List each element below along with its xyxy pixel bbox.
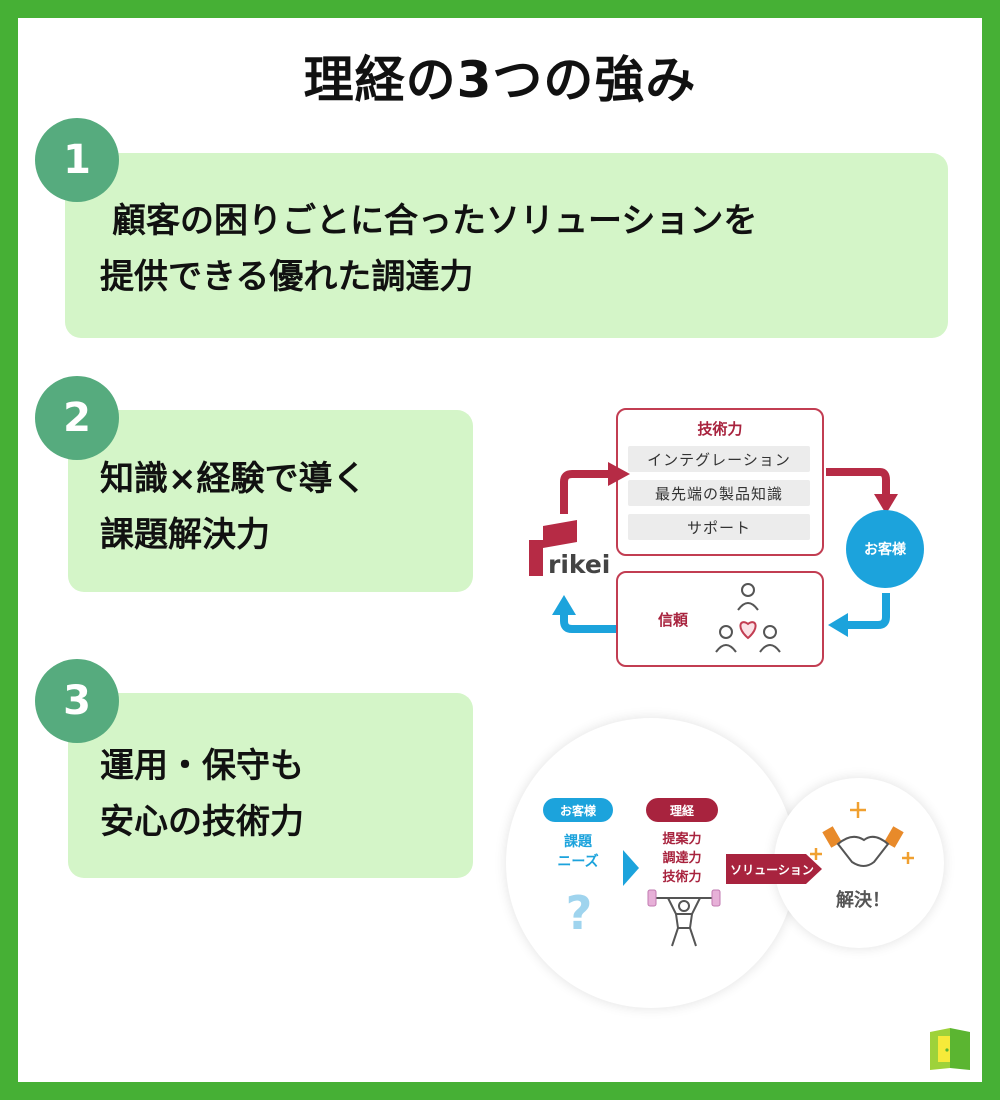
tech-heading: 技術力 [697, 420, 743, 438]
power-procurement: 調達力 [662, 851, 702, 866]
handshake-icon [810, 802, 914, 867]
point-1-badge: 1 [35, 118, 119, 202]
power-proposal: 提案力 [662, 832, 702, 847]
rikei-logo-icon [529, 520, 577, 576]
point-2-text: 知識×経験で導く 課題解決力 [100, 451, 367, 563]
rikei-pill: 理経 [646, 798, 718, 822]
point-1-card [65, 153, 948, 338]
point-1-line1: 顧客の困りごとに合ったソリューションを [112, 201, 758, 241]
tech-item-support: サポート [628, 514, 810, 540]
arrow-left-up-icon [552, 595, 616, 633]
point-3-line1: 運用・保守も [100, 746, 304, 786]
solution-arrow [726, 854, 806, 884]
weightlifter-icon [647, 889, 721, 947]
content-area: 理経の3つの強み 1 顧客の困りごとに合ったソリューションを 提供できる優れた調… [18, 18, 982, 1082]
needs-label: ニーズ [557, 854, 599, 870]
issue-label: 課題 [564, 834, 592, 850]
customer-pill: お客様 [543, 798, 613, 822]
point-2-line1: 知識×経験で導く [100, 459, 367, 499]
trust-label: 信頼 [658, 611, 689, 629]
point-3-text: 運用・保守も 安心の技術力 [100, 738, 304, 850]
people-heart-icon [715, 583, 781, 653]
customer-circle: お客様 [846, 510, 924, 588]
point-1-line2: 提供できる優れた調達力 [100, 257, 474, 297]
arrow-up-right-icon [560, 462, 630, 514]
point-1-text: 顧客の困りごとに合ったソリューションを 提供できる優れた調達力 [100, 193, 757, 305]
triangle-right-icon [623, 850, 639, 886]
arrow-right-down-icon [826, 468, 898, 514]
power-technology: 技術力 [662, 870, 702, 885]
solution-arrow-head-icon [806, 854, 822, 884]
point-3-card [68, 693, 473, 878]
point-3-badge: 3 [35, 659, 119, 743]
brand-logo-icon [930, 1028, 970, 1070]
tech-item-integration: インテグレーション [628, 446, 810, 472]
solution-label: ソリューション [730, 863, 814, 877]
point-2-line2: 課題解決力 [100, 515, 270, 555]
question-mark-icon: ? [565, 886, 593, 940]
point-2-card [68, 410, 473, 592]
trust-box [616, 571, 824, 667]
point-3-line2: 安心の技術力 [100, 802, 304, 842]
point-2-badge: 2 [35, 376, 119, 460]
arrow-down-left-icon [828, 593, 890, 637]
resolved-label: 解決！ [836, 890, 890, 911]
tech-item-product-knowledge: 最先端の製品知識 [628, 480, 810, 506]
rikei-logo-text: rikei [548, 550, 611, 579]
page-title: 理経の3つの強み [303, 51, 697, 109]
